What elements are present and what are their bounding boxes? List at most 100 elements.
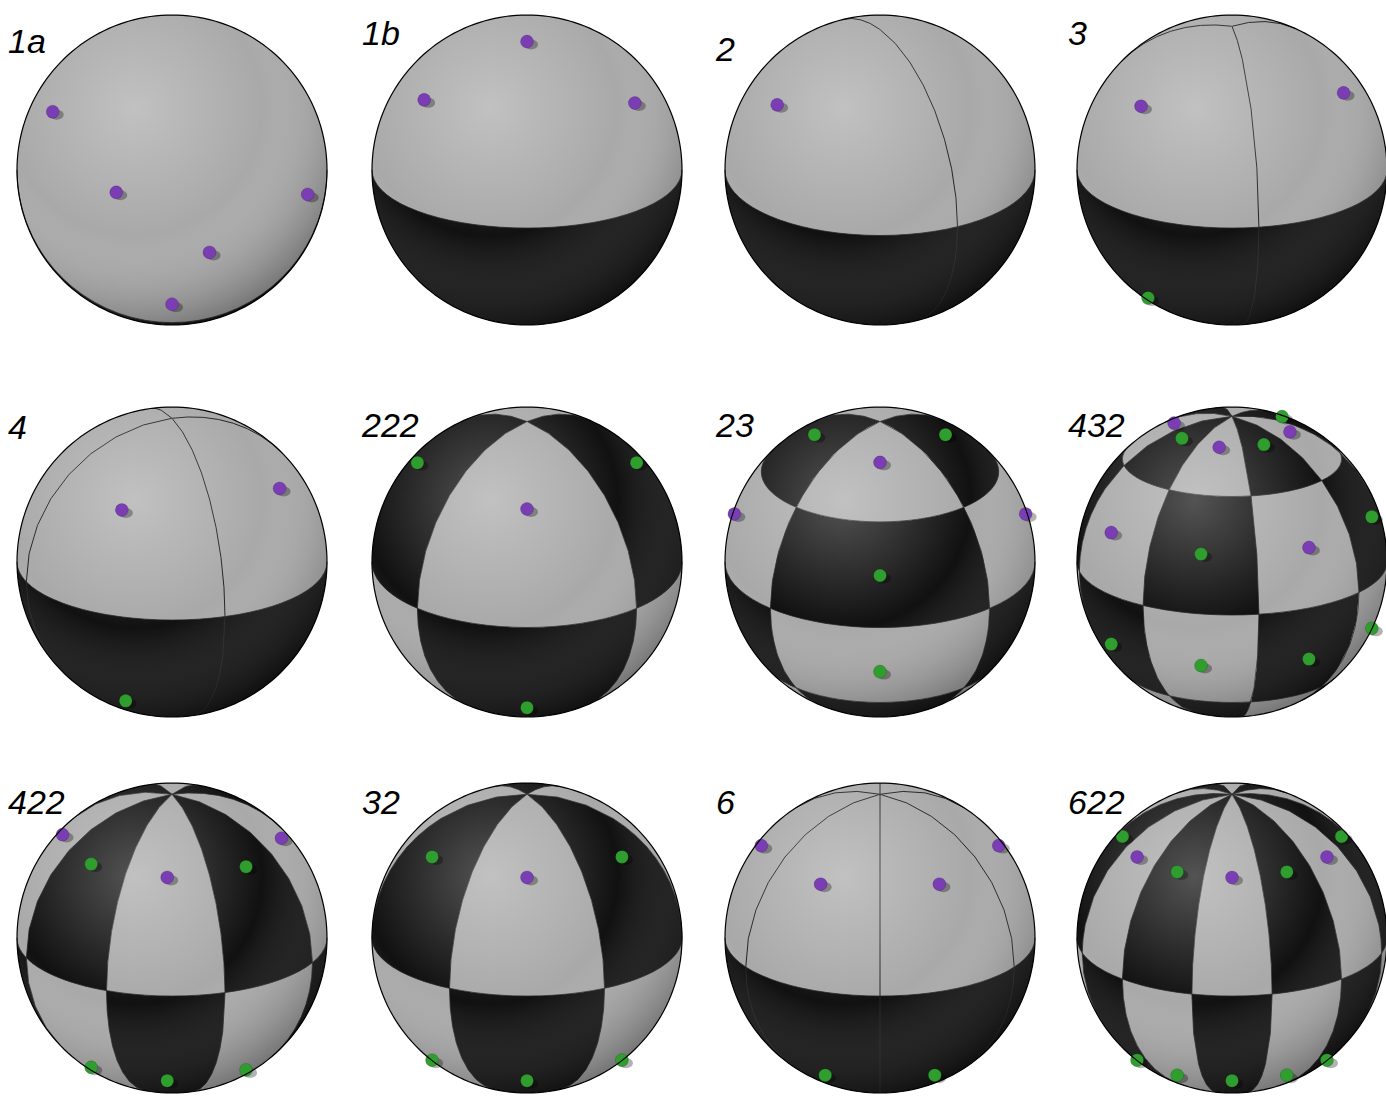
pole-dot xyxy=(771,98,789,113)
sphere-shading xyxy=(725,15,1035,325)
sphere-shading xyxy=(17,407,327,717)
pole-dot xyxy=(1175,432,1193,447)
pole-dot xyxy=(1280,865,1298,880)
pole-dot xyxy=(161,1074,179,1089)
pole-dot xyxy=(56,828,73,843)
sphere-shading xyxy=(725,783,1035,1093)
pole-dot xyxy=(521,871,539,886)
pole-dot xyxy=(1337,86,1355,101)
pole-dot xyxy=(418,93,436,108)
pole-dot xyxy=(1168,417,1186,432)
symmetry-sphere xyxy=(17,15,327,325)
pole-dot xyxy=(411,456,429,471)
sphere-shading xyxy=(17,15,327,325)
pole-dot xyxy=(275,832,293,847)
pole-dot xyxy=(1171,865,1189,880)
pole-dot xyxy=(119,694,137,709)
symmetry-sphere xyxy=(372,783,682,1093)
group-label: 3 xyxy=(1068,16,1087,50)
pole-dot xyxy=(46,105,64,120)
group-label: 622 xyxy=(1068,785,1125,819)
group-label: 4 xyxy=(8,410,27,444)
group-label: 1b xyxy=(362,16,400,50)
sphere-shading xyxy=(1077,407,1386,717)
group-label: 1a xyxy=(8,24,46,58)
pole-dot xyxy=(1320,1054,1338,1069)
pole-dot xyxy=(110,186,128,201)
sphere-shading xyxy=(372,783,682,1093)
sphere-outline xyxy=(725,783,1035,1093)
sphere-outline xyxy=(17,783,327,1093)
pole-dot xyxy=(1302,541,1320,556)
pole-dot xyxy=(1320,850,1338,865)
pole-dot xyxy=(1226,871,1244,886)
symmetry-sphere xyxy=(725,783,1035,1093)
pole-dot xyxy=(1135,100,1153,115)
sphere-shading xyxy=(1077,783,1386,1093)
pole-dot xyxy=(85,858,103,873)
pole-dot xyxy=(1195,659,1213,674)
pole-dot xyxy=(166,298,184,313)
pole-dot xyxy=(521,701,539,716)
sphere-surface xyxy=(1077,407,1386,717)
sphere-outline xyxy=(1077,783,1386,1093)
sphere-shading xyxy=(372,407,682,717)
pole-dot xyxy=(1276,410,1294,425)
pole-dot xyxy=(814,878,832,893)
pole-dot xyxy=(933,878,951,893)
pole-dot xyxy=(1105,526,1123,541)
sphere-shading xyxy=(1077,15,1386,325)
group-label: 2 xyxy=(716,32,735,66)
sphere-shading xyxy=(372,15,682,325)
sphere-outline xyxy=(725,407,1035,717)
pole-dot xyxy=(273,482,291,497)
pole-dot xyxy=(203,246,221,261)
pole-dot xyxy=(161,871,179,886)
sphere-surface xyxy=(17,407,327,717)
group-label: 23 xyxy=(716,408,754,442)
group-label: 222 xyxy=(362,408,419,442)
group-label: 32 xyxy=(362,785,400,819)
pole-dot xyxy=(928,1069,946,1084)
sphere-outline xyxy=(372,407,682,717)
pole-dot xyxy=(1195,548,1213,563)
symmetry-sphere xyxy=(725,15,1035,325)
sphere-surface xyxy=(725,407,1035,717)
group-label: 432 xyxy=(1068,408,1125,442)
pole-dot xyxy=(1283,425,1301,440)
symmetry-sphere xyxy=(372,15,682,325)
sphere-surface xyxy=(17,15,327,325)
pole-dot xyxy=(1142,292,1160,307)
pole-dot xyxy=(615,1054,633,1069)
pole-dot xyxy=(521,502,539,517)
sphere-surface xyxy=(372,15,682,325)
sphere-surface xyxy=(1077,15,1386,325)
pole-dot xyxy=(301,188,319,203)
pole-dot xyxy=(808,428,826,443)
sphere-surface xyxy=(725,783,1035,1093)
pole-dot xyxy=(1257,438,1275,453)
pole-dot xyxy=(630,456,648,471)
sphere-surface xyxy=(1077,783,1386,1093)
pole-dot xyxy=(755,839,773,854)
sphere-surface xyxy=(372,783,682,1093)
group-label: 422 xyxy=(8,785,65,819)
pole-dot xyxy=(874,456,892,471)
sphere-surface xyxy=(17,783,327,1093)
sphere-outline xyxy=(725,15,1035,325)
sphere-outline xyxy=(1077,407,1386,717)
sphere-outline xyxy=(372,783,682,1093)
pole-dot xyxy=(1302,653,1320,668)
pole-dot xyxy=(615,850,633,865)
pole-dot xyxy=(1131,850,1149,865)
pole-dot xyxy=(874,665,892,680)
group-label: 6 xyxy=(716,785,735,819)
sphere-outline xyxy=(372,15,682,325)
pole-dot xyxy=(1105,638,1123,653)
symmetry-sphere xyxy=(372,407,682,717)
pole-dot xyxy=(240,860,257,875)
sphere-surface xyxy=(725,15,1035,325)
symmetry-sphere xyxy=(725,407,1037,717)
